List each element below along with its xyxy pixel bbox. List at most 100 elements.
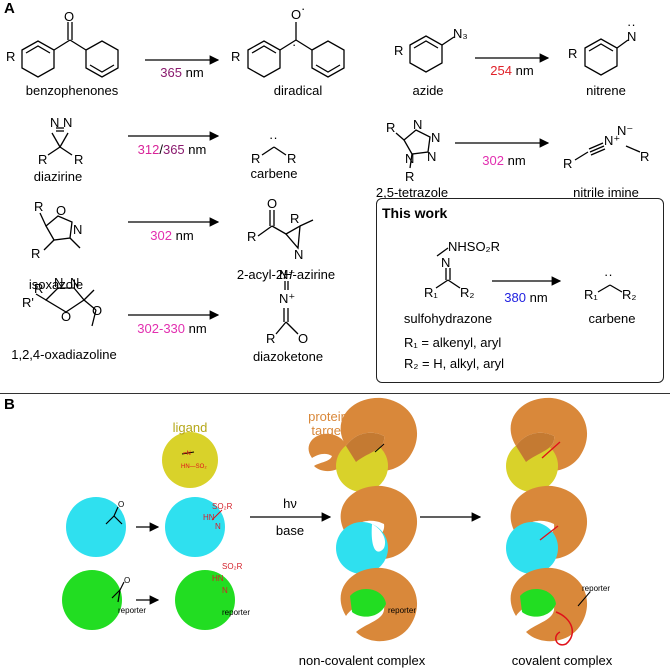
complex-green-covalent — [510, 567, 591, 646]
atom-n-tetrazole-b: N — [431, 130, 441, 145]
complex-yellow-covalent — [506, 397, 588, 492]
lone-pair-nitrene: ·· — [627, 17, 636, 32]
label-reporter-covalent: reporter — [582, 584, 611, 593]
wl-unit: nm — [529, 290, 548, 305]
label-acyl-azirine-2: -azirine — [292, 267, 336, 282]
wl-unit: nm — [175, 228, 194, 243]
label-ligand: ligand — [172, 420, 208, 435]
label-acyl-azirine-1: 2-acyl-2 — [236, 267, 284, 282]
this-work-box — [376, 198, 664, 383]
wl-unit: nm — [188, 142, 207, 157]
label-reporter-noncovalent: reporter — [388, 606, 417, 615]
atom-o-oxadiazoline-ring: O — [61, 309, 72, 324]
tetrazole-structure — [395, 129, 431, 169]
radical-dot-o: · — [301, 1, 306, 16]
wavelength-312-365: 312/365 nm — [138, 143, 207, 157]
label-oxadiazoline: 1,2,4-oxadiazoline — [11, 347, 117, 362]
wavelength-302-330: 302-330 nm — [137, 322, 206, 336]
atom-n-tetrazole-a: N — [413, 117, 423, 132]
atom-r-isoxazole-1: R — [34, 199, 44, 214]
atom-o-benzophenone: O — [64, 9, 75, 24]
oxadiazoline-structure — [35, 287, 97, 327]
label-n-green: N — [222, 586, 228, 595]
label-carbene-this-work: carbene — [588, 311, 636, 326]
atom-r-azide: R — [394, 43, 404, 58]
ligand-green-sphere — [62, 570, 122, 630]
atom-r-diazo-1: R — [266, 331, 276, 346]
atom-r-nitrene: R — [568, 46, 578, 61]
complex-green-noncovalent — [340, 567, 418, 642]
atom-o-diazo: O — [298, 331, 309, 346]
wl-unit: nm — [185, 65, 204, 80]
label-azide: azide — [412, 83, 444, 98]
complex-cyan-noncovalent — [336, 485, 418, 574]
label-acyl-azirine-h: H — [283, 267, 293, 282]
atom-o-azirine: O — [267, 196, 278, 211]
svg-text:HN—SO₂: HN—SO₂ — [181, 464, 207, 470]
atom-n-minus: N⁻ — [617, 123, 634, 138]
label-nitrile-imine: nitrile imine — [573, 185, 639, 200]
acyl-azirine-structure — [257, 210, 314, 250]
atom-n-sulfo: N — [441, 255, 451, 270]
wavelength-365-row1: 365 nm — [160, 66, 203, 80]
atom-rp-oxadiazoline: R' — [22, 295, 34, 310]
lone-pair-carbene-this-work: ·· — [604, 267, 613, 282]
panel-divider — [0, 393, 670, 394]
wl-365-value-row2: 365 — [162, 142, 185, 157]
atom-r-oxadiazoline: R — [34, 281, 44, 296]
atom-r-diradical: R — [231, 49, 241, 64]
atom-o-isoxazole: O — [56, 203, 67, 218]
label-hv: hν — [283, 496, 297, 511]
benzophenone-structure — [21, 22, 119, 78]
label-reporter-green: reporter — [118, 606, 147, 615]
nitrene-structure — [584, 38, 629, 76]
wavelength-380: 380 nm — [504, 291, 547, 305]
label-non-covalent-complex: non-covalent complex — [298, 653, 426, 668]
label-isoxazole: isoxazole — [28, 277, 84, 292]
label-acyl-azirine: 2-acyl-2H-azirine — [237, 268, 335, 282]
atom-r-diazirine-2: R — [74, 152, 84, 167]
label-n-cyan: N — [215, 522, 221, 531]
azide-structure — [409, 35, 455, 73]
wl-unit: nm — [188, 321, 207, 336]
nitrile-imine-structure — [574, 142, 641, 161]
carbene-structure — [261, 146, 287, 156]
wl-312-value: 312 — [137, 142, 160, 157]
atom-o-diradical: O — [291, 7, 302, 22]
atom-n-azirine: N — [294, 247, 304, 262]
atom-r-nitrile-1: R — [563, 156, 573, 171]
label-diazirine: diazirine — [33, 169, 83, 184]
wl-380-value: 380 — [504, 290, 527, 305]
atom-n-oxadiazoline-2: N — [70, 275, 80, 290]
complex-yellow-noncovalent — [336, 397, 418, 492]
atom-r-tetrazole-2: R — [405, 169, 415, 184]
diazoketone-structure — [275, 281, 299, 335]
sulfohydrazone-structure — [435, 247, 461, 289]
label-tetrazole: 2,5-tetrazole — [375, 185, 449, 200]
wavelength-302-row2: 302 nm — [482, 154, 525, 168]
atom-n-oxadiazoline-1: N — [54, 275, 64, 290]
complex-cyan-covalent — [506, 485, 588, 574]
wl-365-value: 365 — [160, 65, 183, 80]
atom-nhso2r: NHSO₂R — [448, 239, 500, 254]
wl-302-330-value: 302-330 — [137, 321, 186, 336]
label-diazoketone: diazoketone — [252, 349, 324, 364]
atom-r-carbene-1: R — [251, 151, 261, 166]
label-target: target — [311, 423, 345, 438]
wl-254-value: 254 — [490, 63, 513, 78]
label-diradical: diradical — [273, 83, 323, 98]
label-benzophenones: benzophenones — [25, 83, 119, 98]
label-so2r-cyan: SO₂R — [212, 502, 233, 511]
this-work-title: This work — [382, 205, 448, 221]
label-hn-cyan: HN — [203, 513, 215, 522]
r2-definition: R₂ = H, alkyl, aryl — [404, 356, 505, 371]
atom-r-azirine-2: R — [290, 211, 300, 226]
ligand-yellow-warhead — [181, 451, 195, 455]
label-reporter-green-modified: reporter — [222, 608, 251, 617]
wl-302-value: 302 — [482, 153, 505, 168]
isoxazole-structure — [39, 212, 81, 251]
diradical-structure — [247, 22, 345, 78]
atom-r-azirine-1: R — [247, 229, 257, 244]
label-nitrene: nitrene — [586, 83, 626, 98]
label-o-cyan: O — [118, 500, 125, 509]
